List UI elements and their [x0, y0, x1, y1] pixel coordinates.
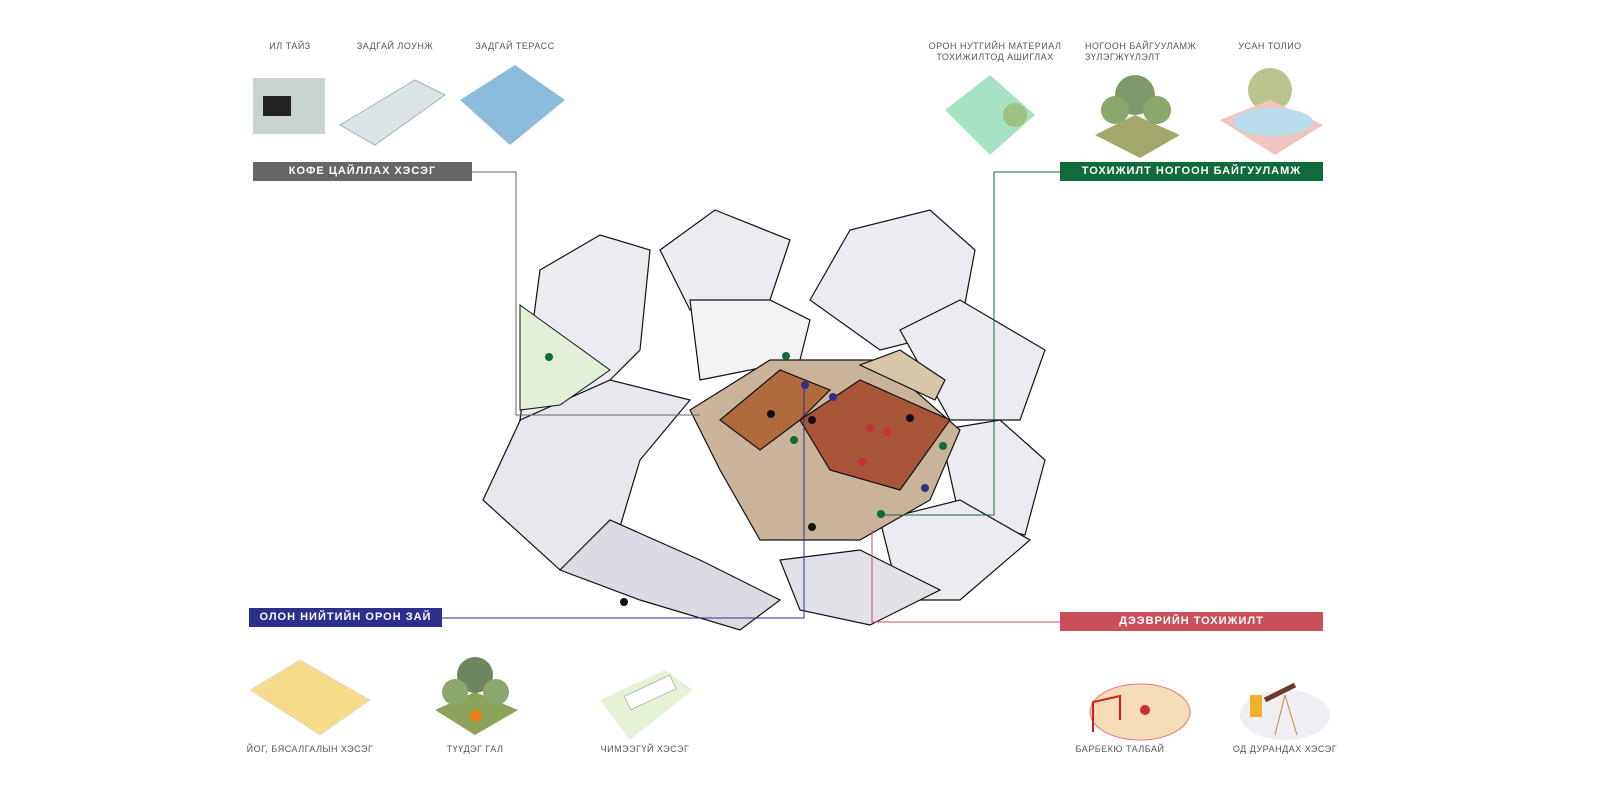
campfire-illustration	[435, 657, 518, 735]
green-marker	[790, 436, 798, 444]
black-marker	[620, 598, 628, 606]
caption-quiet-zone: ЧИМЭЭГҮЙ ХЭСЭГ	[600, 744, 690, 754]
caption-local-material: ОРОН НУТГИЙН МАТЕРИАЛ ТОХИЖИЛТОД АШИГЛАХ	[928, 41, 1062, 62]
section-header-green: ТОХИЖИЛТ НОГООН БАЙГУУЛАМЖ	[1060, 162, 1323, 181]
section-header-public: ОЛОН НИЙТИЙН ОРОН ЗАЙ	[249, 608, 442, 627]
connector-green	[880, 171, 1060, 516]
section-header-coffee: КОФЕ ЦАЙЛЛАХ ХЭСЭГ	[253, 162, 472, 181]
blue-marker	[829, 393, 837, 401]
connector-roof	[871, 530, 1060, 623]
caption-stargazing: ОД ДУРАНДАХ ХЭСЭГ	[1232, 744, 1338, 754]
caption-water-mirror: УСАН ТОЛИО	[1238, 41, 1302, 51]
movie-camera-icon	[263, 96, 291, 116]
blue-marker	[801, 381, 809, 389]
black-marker	[906, 414, 914, 422]
black-marker	[767, 410, 775, 418]
red-marker	[858, 458, 866, 466]
red-marker	[883, 428, 891, 436]
green-marker	[545, 353, 553, 361]
green-marker	[877, 510, 885, 518]
caption-barbecue: БАРБЕКЮ ТАЛБАЙ	[1075, 744, 1165, 754]
open-lounge-illustration	[339, 79, 446, 146]
caption-yoga: ЙОГ, БЯСАЛГАЛЫН ХЭСЭГ	[246, 744, 374, 754]
stargazing-illustration	[1240, 682, 1330, 740]
lawn-area	[519, 304, 611, 411]
caption-open-lounge: ЗАДГАЙ ЛОУНЖ	[356, 41, 434, 51]
green-marker	[939, 442, 947, 450]
caption-open-terrace: ЗАДГАЙ ТЕРАСС	[475, 41, 555, 51]
local-material-illustration	[945, 75, 1035, 155]
quiet-zone-illustration	[600, 670, 693, 740]
water-mirror-illustration	[1220, 68, 1323, 155]
blue-marker	[921, 484, 929, 492]
green-lawn-illustration	[1095, 75, 1180, 158]
black-marker	[808, 416, 816, 424]
telescope-icon	[1263, 682, 1297, 703]
red-marker	[866, 424, 874, 432]
caption-green-lawn: НОГООН БАЙГУУЛАМЖ ЗҮЛЭГЖҮҮЛЭЛТ	[1085, 41, 1197, 62]
caption-open-stage: ИЛ ТАЙЗ	[269, 41, 311, 51]
open-terrace-illustration	[460, 65, 565, 145]
connector-coffee	[472, 171, 700, 416]
caption-campfire: ТҮҮДЭГ ГАЛ	[446, 744, 504, 754]
section-header-roof: ДЭЭВРИЙН ТОХИЖИЛТ	[1060, 612, 1323, 631]
barbecue-illustration	[1089, 683, 1191, 741]
yoga-meditation-illustration	[249, 659, 371, 736]
connector-public	[442, 385, 805, 619]
grill-icon	[1140, 705, 1150, 715]
building-massing	[482, 209, 1046, 631]
open-stage-illustration	[253, 78, 325, 134]
green-marker	[782, 352, 790, 360]
marker-dots	[545, 352, 947, 606]
black-marker	[808, 523, 816, 531]
fire-icon	[470, 710, 482, 722]
